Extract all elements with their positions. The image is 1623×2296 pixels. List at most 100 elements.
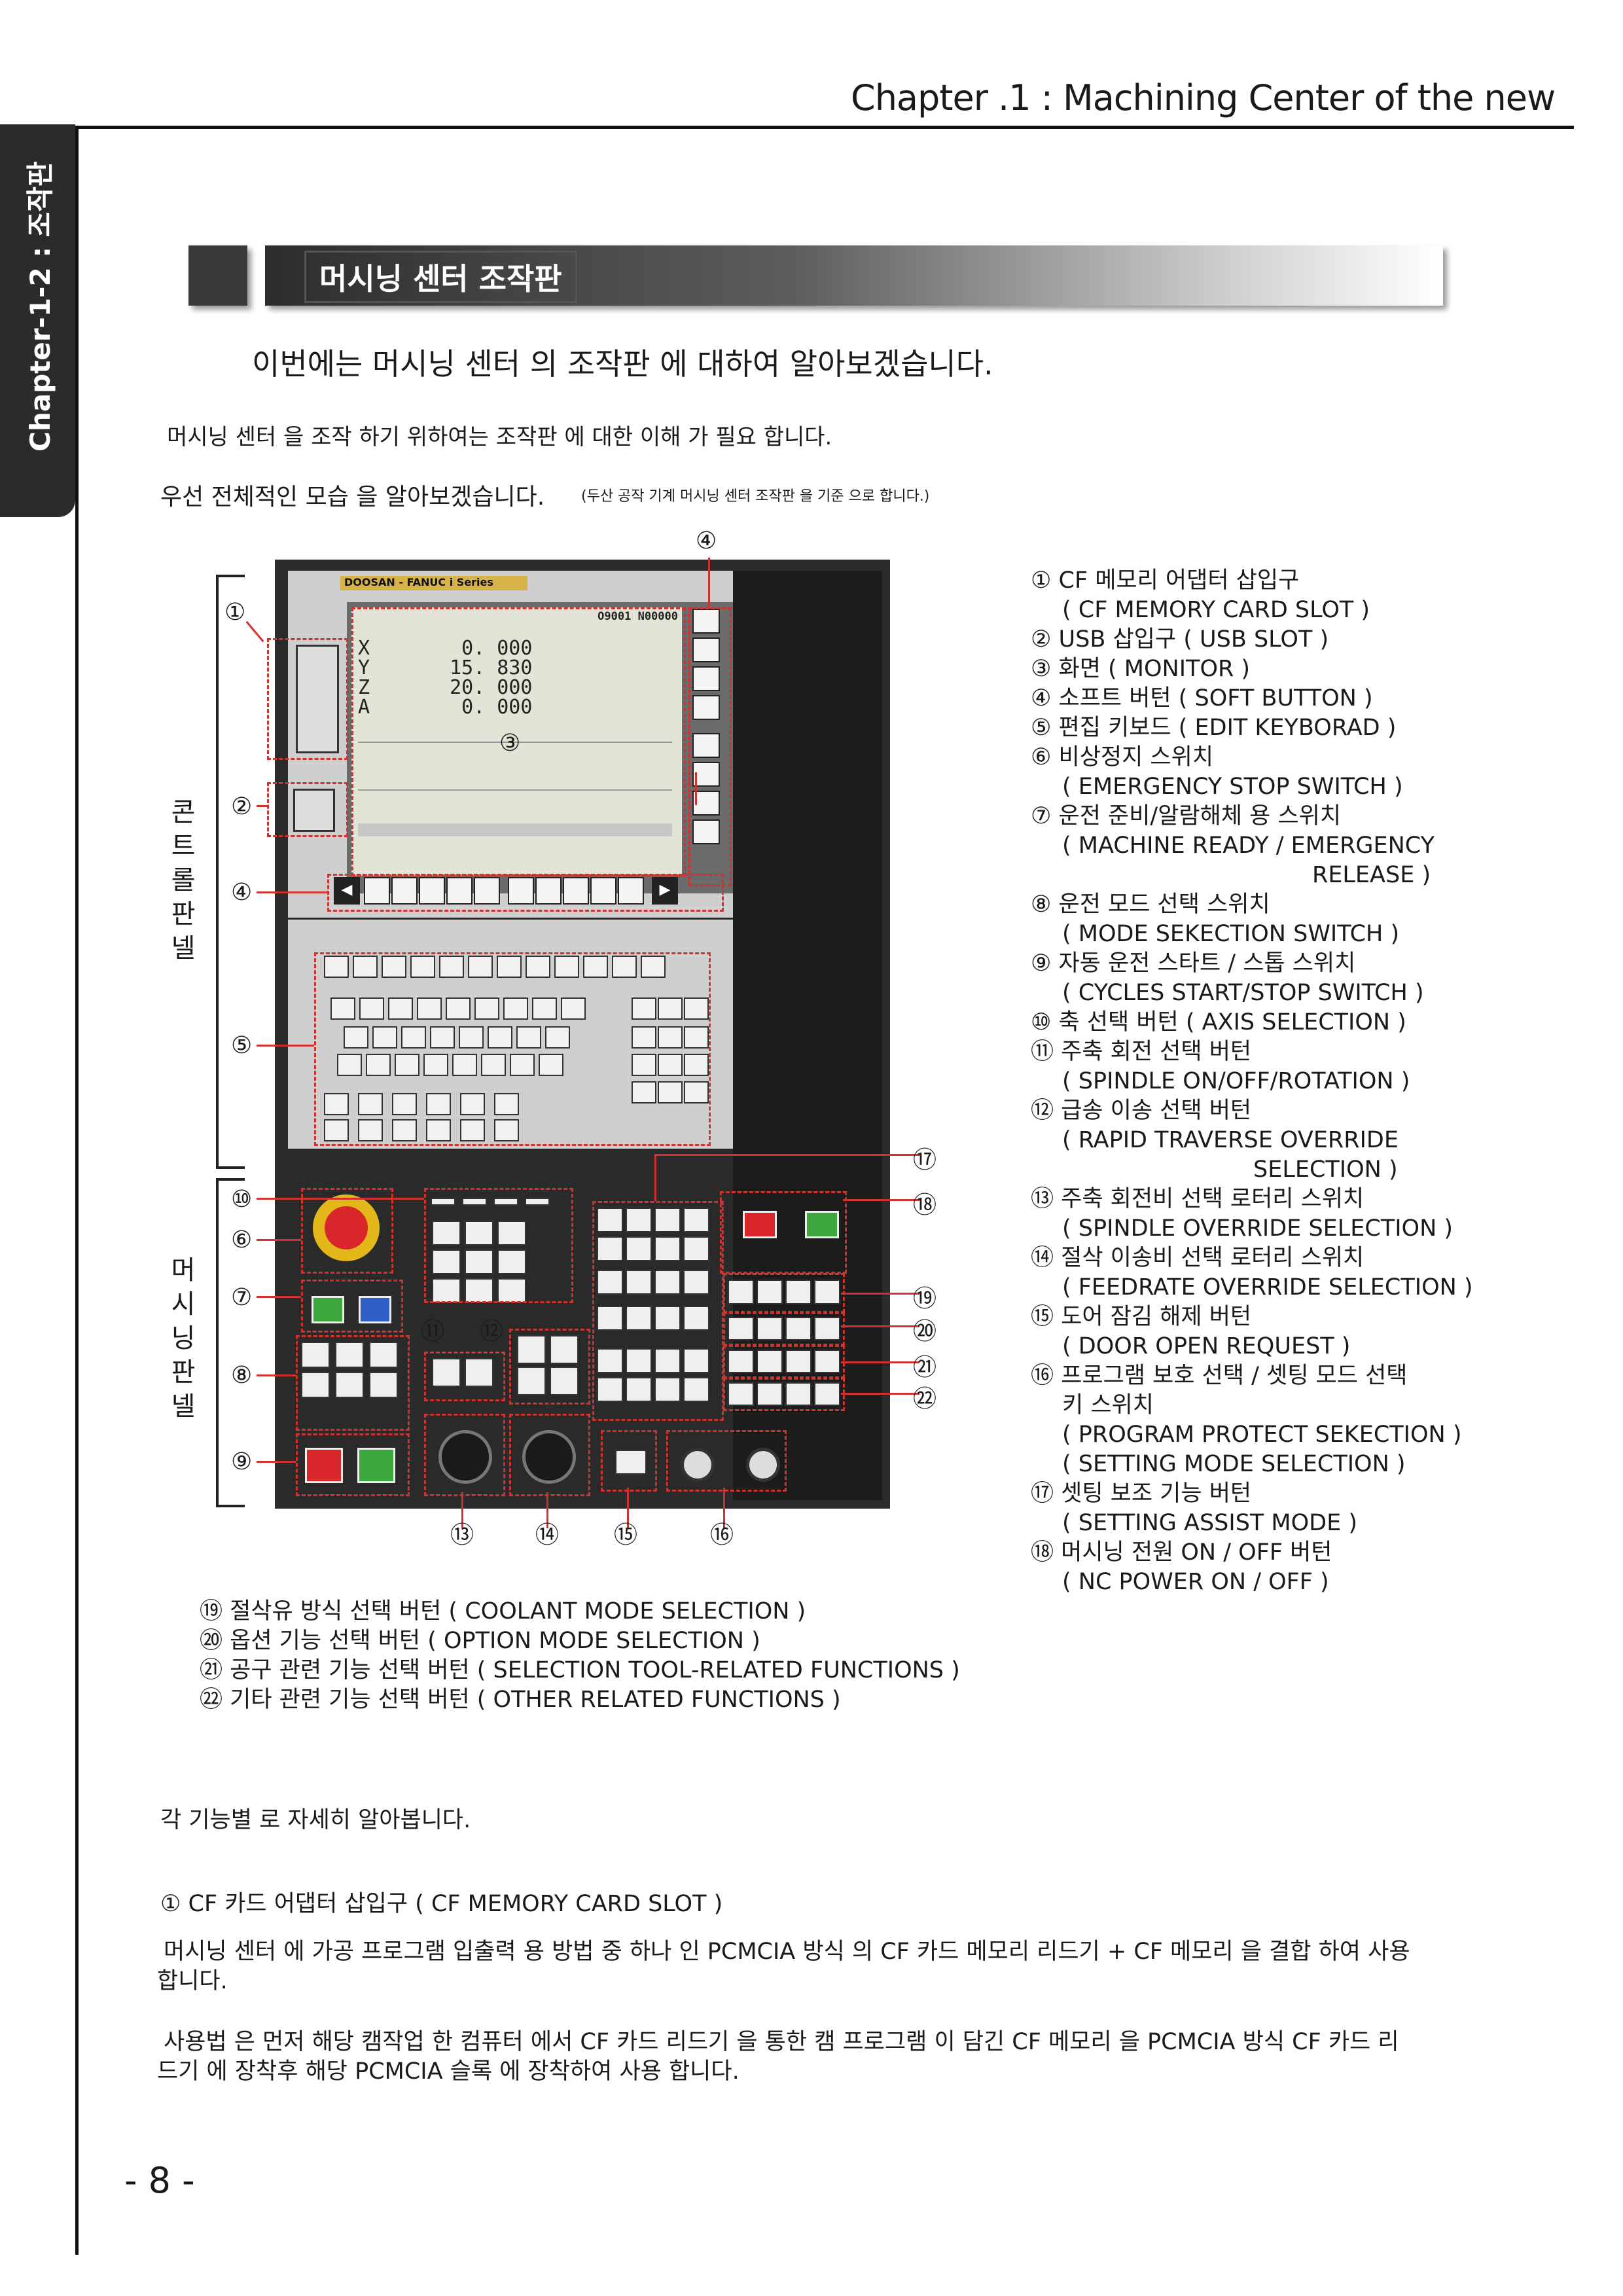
keyboard-key[interactable] [359, 997, 384, 1020]
rapid-override-button[interactable] [517, 1335, 546, 1364]
keyboard-key[interactable] [439, 956, 464, 978]
feedrate-override-knob[interactable] [522, 1430, 576, 1484]
keyboard-key[interactable] [430, 1026, 455, 1049]
keyboard-key[interactable] [392, 1119, 417, 1141]
tool-function-button[interactable] [785, 1350, 812, 1373]
spindle-button[interactable] [465, 1358, 493, 1387]
function-button[interactable] [597, 1377, 623, 1402]
axis-select-button[interactable] [465, 1249, 493, 1274]
keyboard-key[interactable] [561, 997, 586, 1020]
m-function-button[interactable] [597, 1306, 623, 1331]
mode-select-button[interactable] [369, 1372, 398, 1398]
keyboard-key[interactable] [382, 956, 406, 978]
soft-key[interactable] [692, 666, 720, 691]
coolant-button[interactable] [785, 1280, 812, 1304]
keyboard-key[interactable] [388, 997, 413, 1020]
cycle-start-button[interactable] [357, 1448, 395, 1483]
other-function-button[interactable] [785, 1382, 812, 1406]
keyboard-key[interactable] [583, 956, 608, 978]
keyboard-key[interactable] [532, 997, 557, 1020]
function-button[interactable] [683, 1348, 709, 1373]
coolant-button[interactable] [728, 1280, 754, 1304]
keyboard-key[interactable] [353, 956, 378, 978]
setting-mode-key-switch[interactable] [746, 1448, 780, 1482]
function-button[interactable] [626, 1377, 652, 1402]
keyboard-key[interactable] [459, 1026, 484, 1049]
numeric-key[interactable] [658, 1054, 683, 1076]
keyboard-key[interactable] [330, 997, 355, 1020]
other-function-button[interactable] [814, 1382, 840, 1406]
option-button[interactable] [814, 1317, 840, 1340]
setting-assist-button[interactable] [626, 1208, 652, 1232]
keyboard-key[interactable] [539, 1054, 563, 1076]
mode-select-button[interactable] [301, 1342, 330, 1368]
soft-key[interactable] [692, 733, 720, 758]
tool-function-button[interactable] [814, 1350, 840, 1373]
axis-indicator[interactable] [462, 1198, 487, 1206]
option-button[interactable] [785, 1317, 812, 1340]
keyboard-key[interactable] [510, 1054, 535, 1076]
nc-power-off-button[interactable] [743, 1211, 777, 1238]
numeric-key[interactable] [658, 1081, 683, 1103]
option-button[interactable] [728, 1317, 754, 1340]
soft-key[interactable] [590, 877, 616, 905]
soft-key[interactable] [618, 877, 644, 905]
soft-key[interactable] [535, 877, 562, 905]
keyboard-key[interactable] [554, 956, 579, 978]
keyboard-key[interactable] [410, 956, 435, 978]
keyboard-key[interactable] [612, 956, 637, 978]
soft-key[interactable] [692, 609, 720, 634]
m-function-button[interactable] [683, 1306, 709, 1331]
door-open-button[interactable] [615, 1450, 647, 1475]
setting-assist-button[interactable] [597, 1208, 623, 1232]
keyboard-key[interactable] [526, 956, 550, 978]
alarm-release-button[interactable] [359, 1296, 391, 1323]
keyboard-key[interactable] [344, 1026, 368, 1049]
axis-indicator[interactable] [431, 1198, 455, 1206]
keyboard-key[interactable] [641, 956, 666, 978]
keyboard-key[interactable] [401, 1026, 426, 1049]
keyboard-key[interactable] [481, 1054, 506, 1076]
keyboard-key[interactable] [423, 1054, 448, 1076]
keyboard-key[interactable] [468, 956, 493, 978]
keyboard-key[interactable] [497, 956, 522, 978]
soft-key[interactable] [508, 877, 534, 905]
keyboard-key[interactable] [494, 1119, 519, 1141]
mode-select-button[interactable] [335, 1372, 364, 1398]
soft-key[interactable] [692, 637, 720, 662]
axis-select-button[interactable] [432, 1221, 461, 1246]
numeric-key[interactable] [632, 1054, 656, 1076]
numeric-key[interactable] [658, 997, 683, 1020]
spindle-override-knob[interactable] [438, 1430, 492, 1484]
keyboard-key[interactable] [324, 1093, 349, 1115]
rapid-override-button[interactable] [517, 1367, 546, 1395]
function-button[interactable] [654, 1270, 681, 1295]
keyboard-key[interactable] [324, 1119, 349, 1141]
keyboard-key[interactable] [372, 1026, 397, 1049]
keyboard-key[interactable] [460, 1119, 485, 1141]
rapid-override-button[interactable] [550, 1335, 579, 1364]
prev-page-icon[interactable]: ◀ [334, 877, 360, 905]
machine-ready-button[interactable] [312, 1296, 344, 1323]
axis-select-button[interactable] [432, 1249, 461, 1274]
nc-power-on-button[interactable] [805, 1211, 839, 1238]
tool-function-button[interactable] [757, 1350, 783, 1373]
mode-select-button[interactable] [301, 1372, 330, 1398]
function-button[interactable] [654, 1377, 681, 1402]
keyboard-key[interactable] [452, 1054, 477, 1076]
setting-assist-button[interactable] [654, 1208, 681, 1232]
keyboard-key[interactable] [392, 1093, 417, 1115]
spindle-button[interactable] [432, 1358, 461, 1387]
other-function-button[interactable] [728, 1382, 754, 1406]
soft-key[interactable] [563, 877, 589, 905]
axis-select-button[interactable] [465, 1221, 493, 1246]
setting-assist-button[interactable] [626, 1236, 652, 1261]
soft-key[interactable] [446, 877, 473, 905]
numeric-key[interactable] [658, 1026, 683, 1049]
function-button[interactable] [626, 1270, 652, 1295]
cycle-stop-button[interactable] [305, 1448, 343, 1483]
keyboard-key[interactable] [488, 1026, 512, 1049]
tool-function-button[interactable] [728, 1350, 754, 1373]
keyboard-key[interactable] [503, 997, 528, 1020]
keyboard-key[interactable] [366, 1054, 391, 1076]
